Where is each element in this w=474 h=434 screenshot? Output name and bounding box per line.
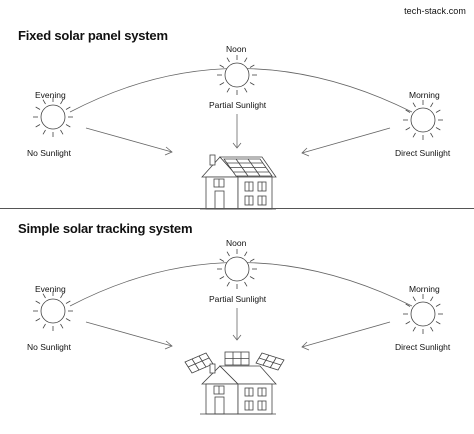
sun-ray	[435, 109, 441, 113]
tracking-noon-desc: Partial Sunlight	[209, 294, 267, 304]
sun-ray	[65, 318, 71, 322]
fixed-morning-desc: Direct Sunlight	[395, 148, 451, 158]
sun-ray	[435, 127, 441, 131]
sun-ray	[42, 293, 46, 299]
sun-ray	[219, 82, 225, 86]
sun-ray	[60, 293, 64, 299]
sun-ray	[249, 258, 255, 262]
sun-ray	[435, 303, 441, 307]
noon-sun-icon	[217, 55, 257, 95]
tracking-system-diagram	[33, 249, 443, 415]
sun-disc	[224, 256, 250, 282]
fixed-noon-label: Noon	[226, 44, 247, 54]
left-tracking-panel-icon	[184, 352, 214, 374]
sun-ray	[430, 132, 434, 138]
tracking-morning-desc: Direct Sunlight	[395, 342, 451, 352]
sun-ray	[249, 276, 255, 280]
fixed-system-title: Fixed solar panel system	[18, 28, 168, 43]
noon-ray-arrow	[232, 308, 242, 341]
sun-ray	[244, 87, 248, 93]
house-icon	[200, 363, 277, 415]
sun-ray	[244, 251, 248, 257]
sun-ray	[430, 102, 434, 108]
noon-sun-icon	[217, 249, 257, 289]
center-tracking-panel-icon	[224, 351, 250, 366]
sun-ray	[412, 102, 416, 108]
morning-sun-icon	[403, 294, 443, 334]
sun-disc	[224, 62, 250, 88]
sun-ray	[244, 281, 248, 287]
sun-ray	[219, 276, 225, 280]
fixed-morning-label: Morning	[409, 90, 440, 100]
sun-ray	[65, 300, 71, 304]
sun-ray	[65, 124, 71, 128]
sun-ray	[249, 64, 255, 68]
fixed-system-diagram	[33, 55, 443, 210]
sun-disc	[40, 298, 66, 324]
sun-ray	[430, 326, 434, 332]
sun-ray	[35, 300, 41, 304]
house-fixed-panels-icon	[200, 154, 277, 210]
fixed-evening-desc: No Sunlight	[27, 148, 71, 158]
sun-ray	[219, 64, 225, 68]
sun-ray	[430, 296, 434, 302]
morning-ray-arrow	[301, 321, 391, 351]
sun-ray	[60, 129, 64, 135]
sun-ray	[42, 99, 46, 105]
brand-logo-text[interactable]: tech-stack.com	[404, 6, 466, 16]
sun-ray	[226, 57, 230, 63]
tracking-panels-icon	[184, 351, 285, 374]
sun-ray	[35, 124, 41, 128]
sun-ray	[226, 87, 230, 93]
evening-sun-icon	[33, 291, 73, 331]
right-tracking-panel-icon	[255, 352, 285, 371]
tracking-evening-label: Evening	[35, 284, 66, 294]
fixed-evening-label: Evening	[35, 90, 66, 100]
sun-ray	[405, 127, 411, 131]
roof-solar-panel-icon	[223, 158, 273, 177]
evening-ray-arrow	[85, 127, 173, 156]
section-divider	[0, 208, 474, 209]
sun-ray	[226, 281, 230, 287]
tracking-system-title: Simple solar tracking system	[18, 221, 193, 236]
sun-ray	[35, 106, 41, 110]
evening-ray-arrow	[85, 321, 173, 350]
tracking-morning-label: Morning	[409, 284, 440, 294]
evening-sun-icon	[33, 97, 73, 137]
sun-ray	[249, 82, 255, 86]
fixed-noon-desc: Partial Sunlight	[209, 100, 267, 110]
tracking-noon-label: Noon	[226, 238, 247, 248]
tracking-evening-desc: No Sunlight	[27, 342, 71, 352]
sun-ray	[405, 109, 411, 113]
noon-ray-arrow	[232, 114, 242, 149]
sun-ray	[42, 323, 46, 329]
sun-disc	[410, 107, 436, 133]
sun-ray	[412, 296, 416, 302]
morning-ray-arrow	[301, 127, 391, 157]
sun-ray	[35, 318, 41, 322]
sun-ray	[405, 321, 411, 325]
sun-ray	[412, 132, 416, 138]
sun-ray	[435, 321, 441, 325]
sun-ray	[412, 326, 416, 332]
sun-ray	[42, 129, 46, 135]
sun-disc	[410, 301, 436, 327]
morning-sun-icon	[403, 100, 443, 140]
sun-ray	[244, 57, 248, 63]
sun-ray	[405, 303, 411, 307]
sun-ray	[65, 106, 71, 110]
sun-ray	[219, 258, 225, 262]
sun-ray	[226, 251, 230, 257]
sun-ray	[60, 323, 64, 329]
sun-disc	[40, 104, 66, 130]
sun-ray	[60, 99, 64, 105]
